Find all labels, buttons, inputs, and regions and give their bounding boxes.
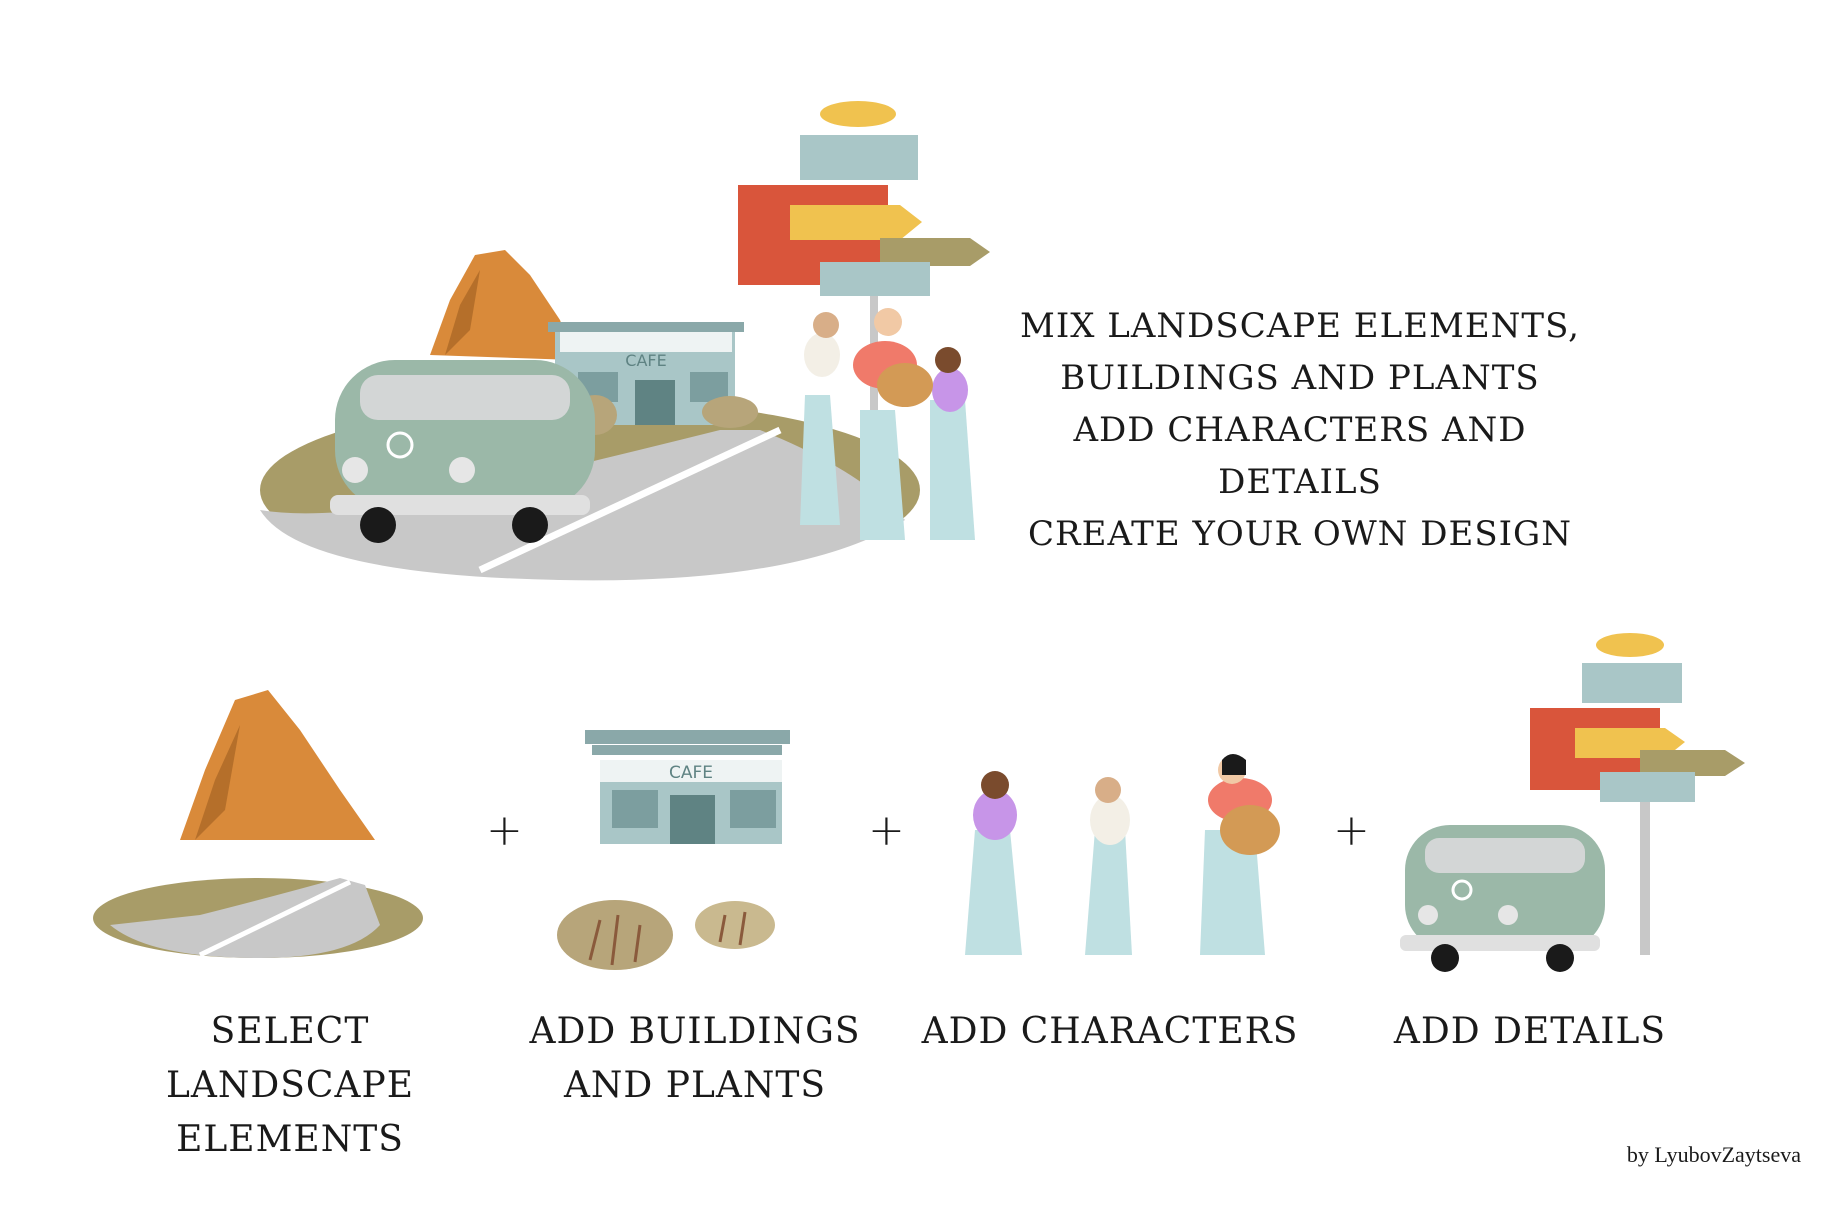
headline-line-4: CREATE YOUR OWN DESIGN bbox=[1028, 514, 1572, 554]
step4-caption: ADD DETAILS bbox=[1360, 1005, 1700, 1059]
step2-caption: ADD BUILDINGS AND PLANTS bbox=[520, 1005, 870, 1113]
plus-sign-1: + bbox=[486, 805, 523, 856]
step1-caption-line-1: SELECT LANDSCAPE bbox=[166, 1011, 414, 1106]
step3-caption-line-1: ADD CHARACTERS bbox=[921, 1011, 1299, 1052]
headline-line-2: BUILDINGS AND PLANTS bbox=[1060, 358, 1540, 398]
author-credit: by LyubovZaytseva bbox=[1626, 1142, 1801, 1167]
plus-sign-2: + bbox=[868, 805, 905, 856]
step2-caption-line-1: ADD BUILDINGS bbox=[529, 1011, 861, 1052]
hero-cafe-sign: CAFE bbox=[625, 351, 666, 370]
step2-caption-line-2: AND PLANTS bbox=[563, 1065, 827, 1106]
step1-caption-line-2: ELEMENTS bbox=[176, 1119, 404, 1160]
step3-caption: ADD CHARACTERS bbox=[915, 1005, 1305, 1059]
step2-cafe-sign: CAFE bbox=[669, 763, 713, 783]
step4-caption-line-1: ADD DETAILS bbox=[1393, 1011, 1667, 1052]
headline-block: MIX LANDSCAPE ELEMENTS, BUILDINGS AND PL… bbox=[1000, 300, 1600, 560]
step1-caption: SELECT LANDSCAPE ELEMENTS bbox=[110, 1005, 470, 1167]
headline-line-1: MIX LANDSCAPE ELEMENTS, bbox=[1020, 306, 1580, 346]
headline-line-3: ADD CHARACTERS AND DETAILS bbox=[1073, 410, 1527, 502]
plus-sign-3: + bbox=[1333, 805, 1370, 856]
